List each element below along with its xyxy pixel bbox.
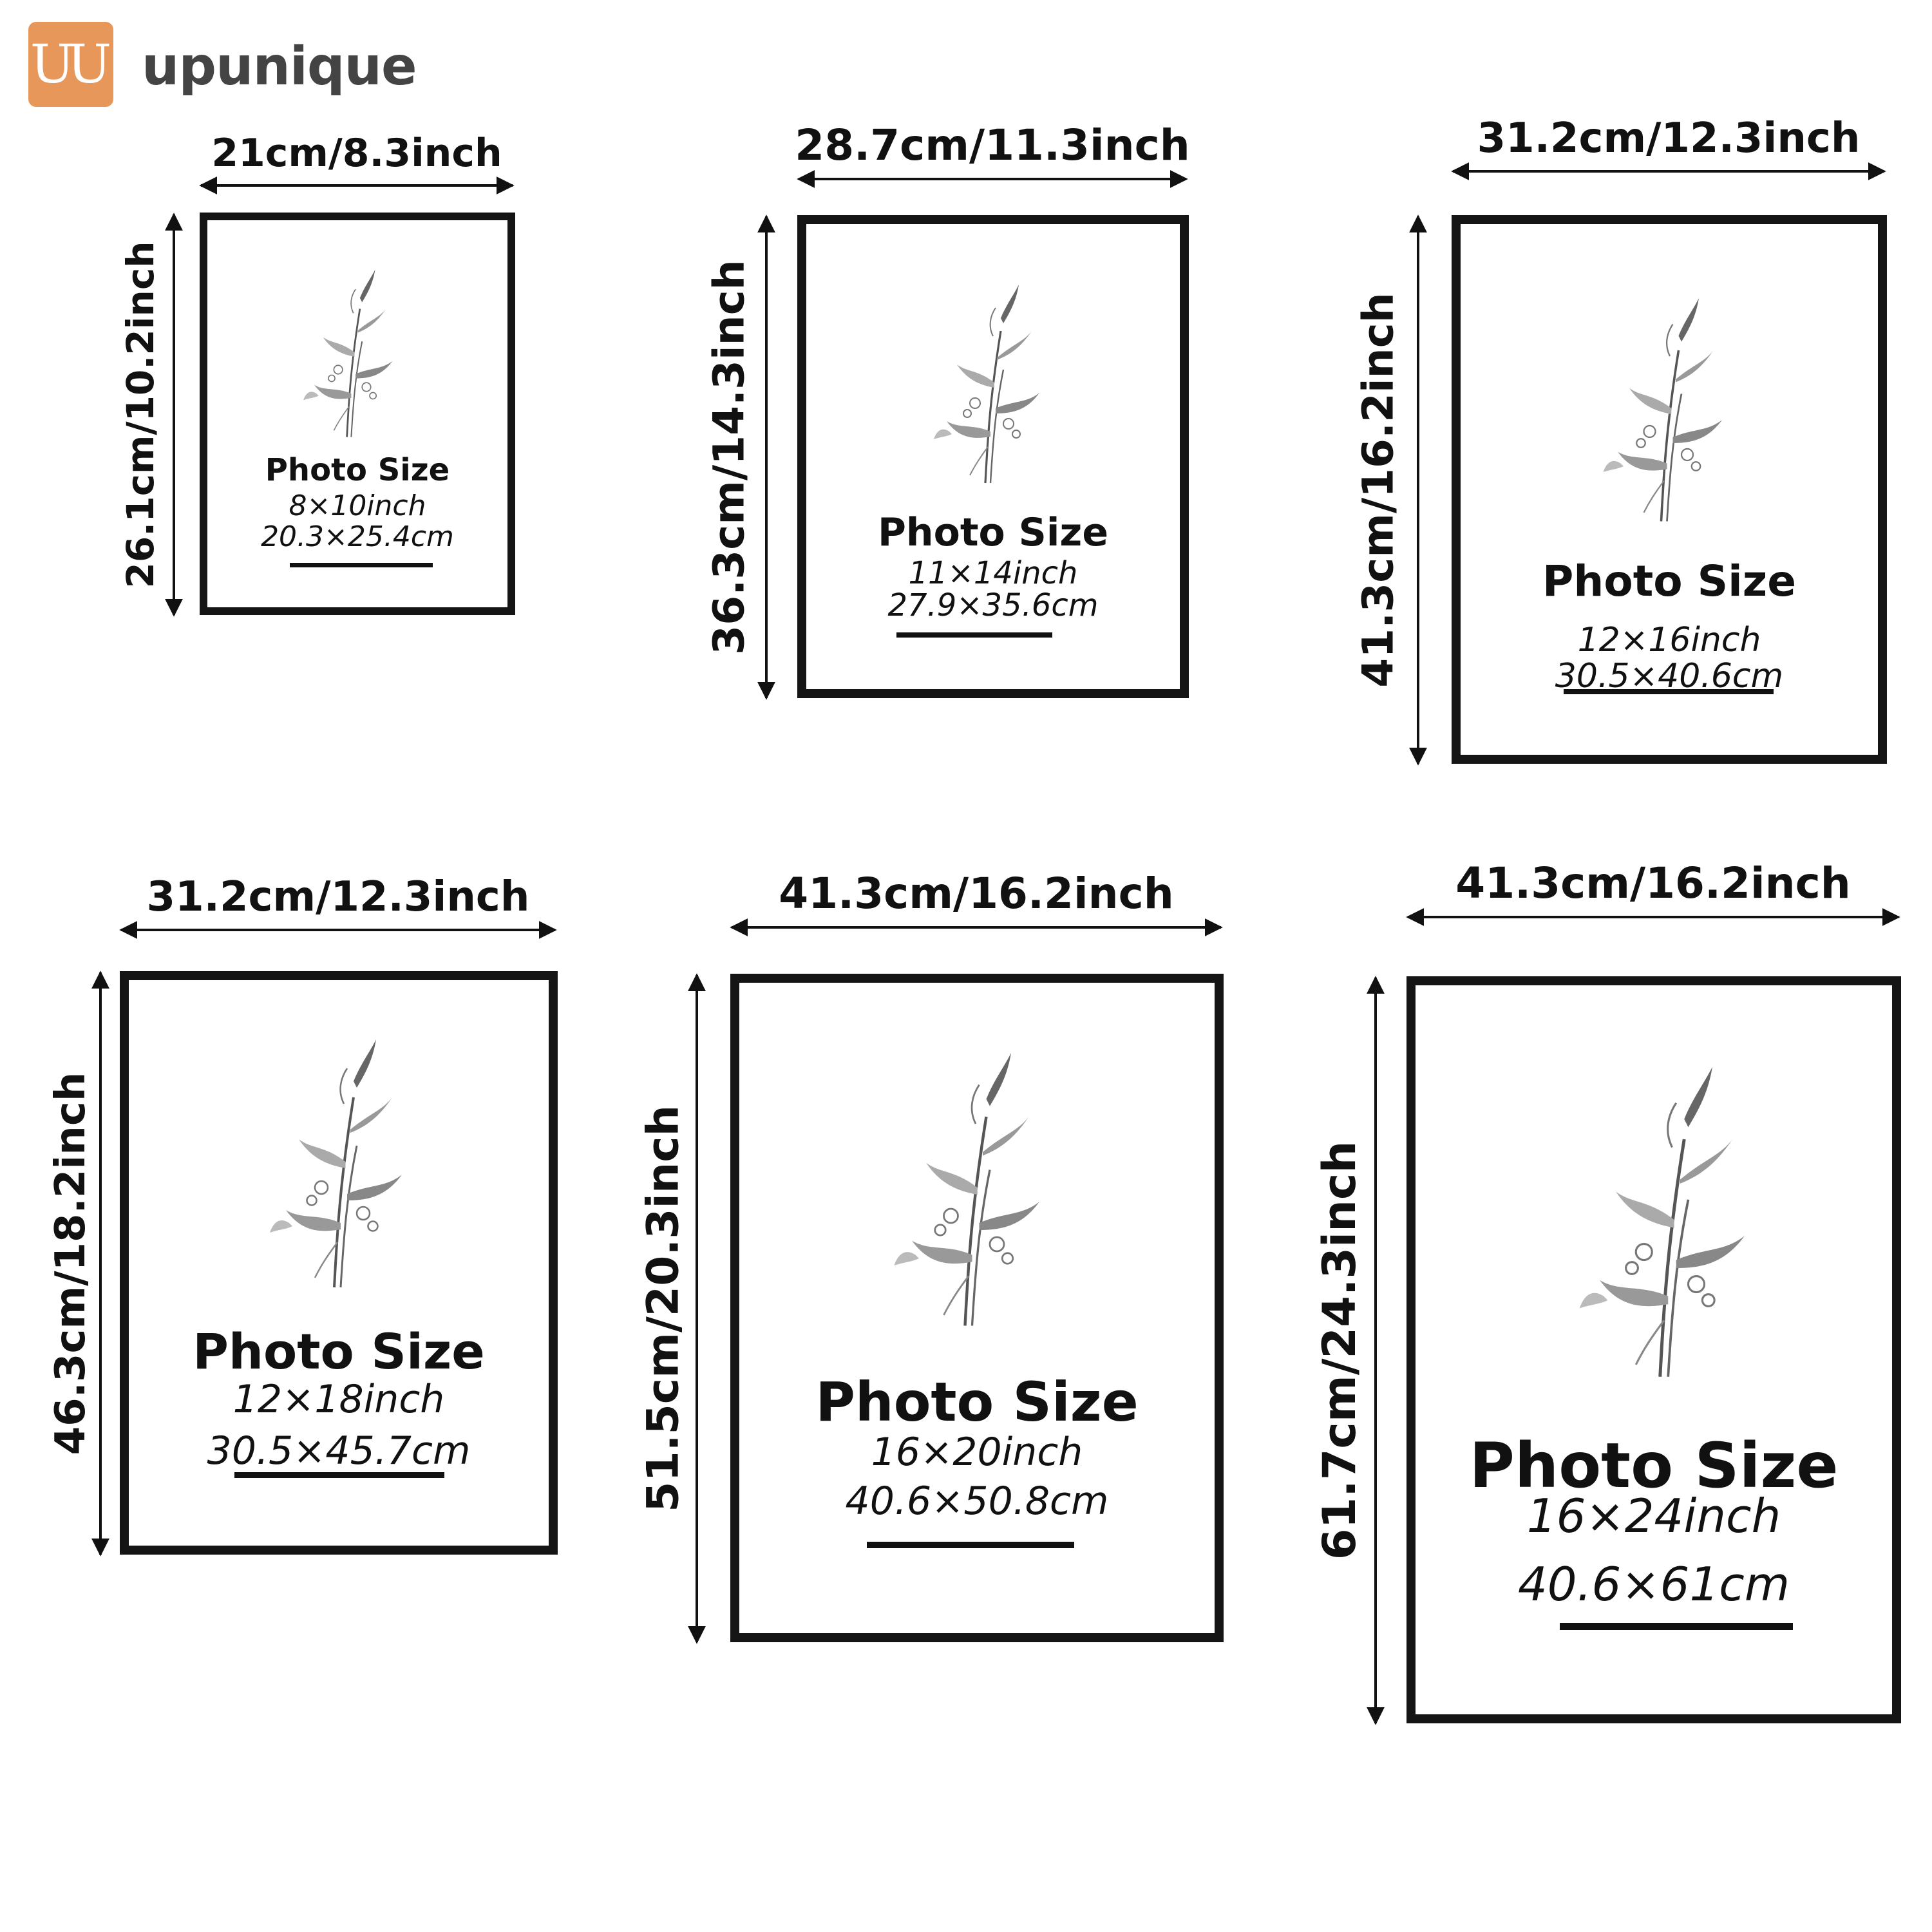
underline [290, 563, 433, 567]
photo-size-inch: 12×16inch [1577, 621, 1761, 659]
photo-size-cm: 30.5×45.7cm [207, 1428, 471, 1473]
underline [1564, 689, 1774, 694]
flower-illustration-icon [1579, 1066, 1745, 1377]
photo-size-cm: 40.6×50.8cm [845, 1479, 1109, 1524]
photo-size-cm: 20.3×25.4cm [261, 520, 454, 553]
width-label: 31.2cm/12.3inch [1477, 115, 1861, 162]
width-label: 31.2cm/12.3inch [147, 873, 530, 921]
brand-logo: UU [28, 22, 113, 107]
height-label: 51.5cm/20.3inch [638, 1105, 689, 1512]
flower-illustration [247, 1033, 428, 1293]
photo-size-cm: 27.9×35.6cm [887, 587, 1099, 623]
photo-size-inch: 11×14inch [908, 555, 1078, 591]
flower-illustration-icon [270, 1039, 402, 1288]
flower-illustration-icon [303, 269, 393, 437]
brand-name: upunique [142, 36, 417, 97]
photo-size-title: Photo Size [1542, 556, 1796, 606]
flower-illustration [872, 1046, 1065, 1332]
flower-illustration [285, 265, 413, 442]
height-label: 26.1cm/10.2inch [118, 241, 162, 588]
photo-size-inch: 12×18inch [232, 1377, 445, 1422]
height-label: 61.7cm/24.3inch [1313, 1141, 1366, 1560]
photo-size-title: Photo Size [1469, 1430, 1839, 1502]
photo-size-cm: 40.6×61cm [1518, 1557, 1790, 1611]
photo-size-title: Photo Size [193, 1323, 485, 1380]
width-label: 21cm/8.3inch [211, 131, 502, 176]
flower-illustration [1561, 1059, 1767, 1383]
underline [896, 632, 1052, 638]
flower-illustration-icon [894, 1053, 1039, 1326]
height-label: 46.3cm/18.2inch [47, 1072, 95, 1455]
flower-illustration-icon [934, 285, 1039, 484]
width-label: 41.3cm/16.2inch [779, 869, 1173, 918]
underline [1560, 1623, 1793, 1630]
photo-size-title: Photo Size [265, 452, 450, 488]
width-label: 41.3cm/16.2inch [1455, 858, 1850, 908]
photo-size-inch: 16×20inch [871, 1430, 1083, 1475]
photo-size-title: Photo Size [815, 1370, 1139, 1434]
flower-illustration [904, 279, 1072, 488]
height-label: 36.3cm/14.3inch [705, 260, 754, 654]
underline [234, 1472, 444, 1478]
photo-size-inch: 8×10inch [289, 489, 426, 522]
height-label: 41.3cm/16.2inch [1354, 292, 1403, 687]
flower-illustration-icon [1603, 298, 1722, 522]
width-label: 28.7cm/11.3inch [795, 120, 1189, 170]
photo-size-inch: 16×24inch [1526, 1489, 1781, 1543]
underline [867, 1542, 1074, 1548]
photo-size-title: Photo Size [877, 510, 1109, 555]
flower-illustration [1574, 292, 1754, 527]
